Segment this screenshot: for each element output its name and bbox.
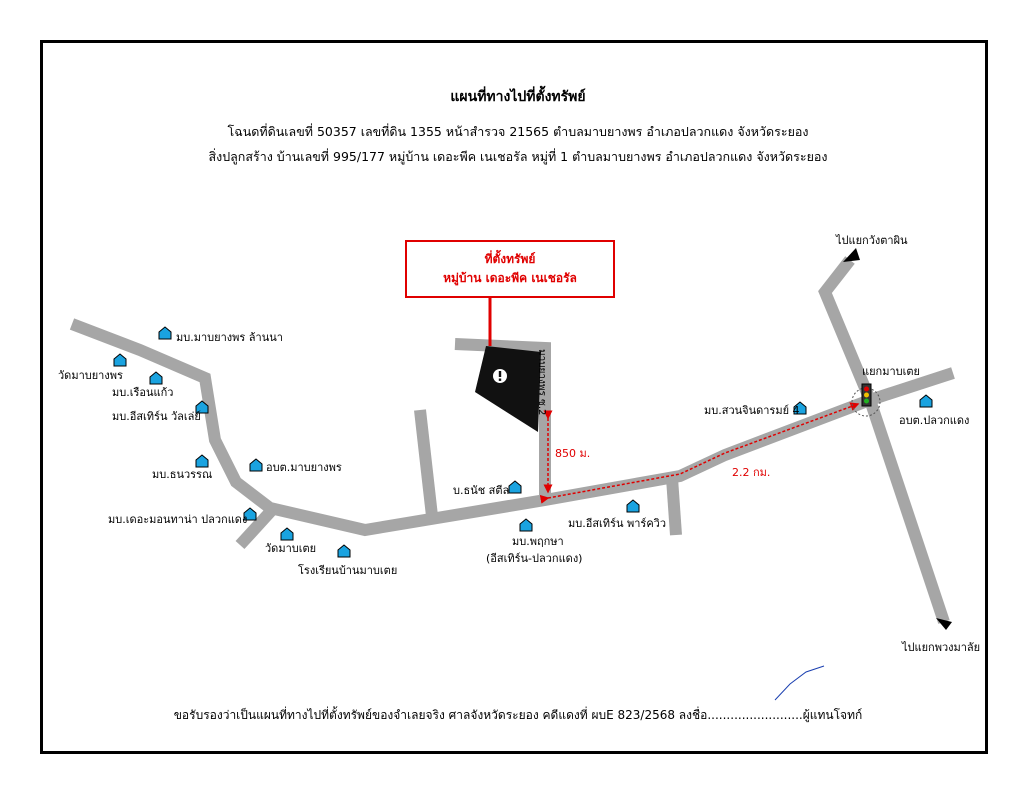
house-marker-icon xyxy=(280,527,294,541)
road-west-winding xyxy=(69,318,873,537)
road-label-soi2: มาบยางพร ซ.2 xyxy=(536,349,547,416)
house-marker-icon xyxy=(337,544,351,558)
map-title: แผนที่ทางไปที่ตั้งทรัพย์ xyxy=(450,89,586,105)
house-marker-icon xyxy=(149,371,163,385)
place-label: มบ.สวนจินดารมย์ 4 xyxy=(704,404,800,417)
place-label: อบต.ปลวกแดง xyxy=(899,414,970,427)
callout-village: หมู่บ้าน เดอะพีค เนเชอรัล xyxy=(443,271,577,285)
direction-label-north: ไปแยกวังตาผิน xyxy=(836,234,908,247)
house-marker-icon xyxy=(519,518,533,532)
deed-info: โฉนดที่ดินเลขที่ 50357 เลขที่ดิน 1355 หน… xyxy=(227,124,809,139)
map-frame xyxy=(40,40,988,754)
house-marker-icon xyxy=(249,458,263,472)
road-east xyxy=(868,367,955,406)
place-label: มบ.เรือนแก้ว xyxy=(112,386,174,399)
traffic-light-icon xyxy=(861,383,872,407)
arrow-south-icon xyxy=(936,618,952,630)
place-label: มบ.เดอะมอนทาน่า ปลวกแดง xyxy=(108,513,248,526)
road-south-highway xyxy=(864,398,950,624)
place-label: มบ.ธนวรรณ xyxy=(152,468,213,481)
house-marker-icon xyxy=(158,326,172,340)
road-parkview-spur xyxy=(666,477,682,536)
road-network xyxy=(69,256,955,624)
place-label: วัดมาบยางพร xyxy=(58,369,123,382)
arrow-north-icon xyxy=(843,248,860,262)
property-parcel xyxy=(475,346,541,432)
distance-line-22km xyxy=(539,402,860,504)
intersection-label: แยกมาบเตย xyxy=(862,365,920,378)
house-marker-icon xyxy=(195,454,209,468)
place-label: มบ.พฤกษา xyxy=(512,535,564,548)
house-marker-icon xyxy=(113,353,127,367)
house-marker-icon xyxy=(919,394,933,408)
road-north xyxy=(818,256,876,403)
road-mid-spur xyxy=(414,409,438,517)
place-label: บ.ธนัช สตีล xyxy=(453,484,510,497)
building-info: สิ่งปลูกสร้าง บ้านเลขที่ 995/177 หมู่บ้า… xyxy=(208,149,828,164)
certification-footer: ขอรับรองว่าเป็นแผนที่ทางไปที่ตั้งทรัพย์ข… xyxy=(173,708,863,722)
callout-title: ที่ตั้งทรัพย์ xyxy=(484,252,536,266)
house-marker-icon xyxy=(508,480,522,494)
property-callout: ที่ตั้งทรัพย์ หมู่บ้าน เดอะพีค เนเชอรัล xyxy=(405,240,615,298)
place-label: มบ.อีสเทิร์น วัลเล่ย์ xyxy=(112,410,201,423)
signature xyxy=(774,665,825,701)
place-label: (อีสเทิร์น-ปลวกแดง) xyxy=(486,552,583,565)
place-label: โรงเรียนบ้านมาบเตย xyxy=(298,564,398,577)
direction-label-south: ไปแยกพวงมาลัย xyxy=(902,641,981,654)
place-label: วัดมาบเตย xyxy=(265,542,317,555)
distance-label-22km: 2.2 กม. xyxy=(732,466,771,479)
place-label: อบต.มาบยางพร xyxy=(266,461,342,474)
place-label: มบ.อีสเทิร์น พาร์ควิว xyxy=(568,517,667,530)
place-label: มบ.มาบยางพร ล้านนา xyxy=(176,331,283,344)
house-marker-icon xyxy=(626,499,640,513)
distance-label-850m: 850 ม. xyxy=(555,447,591,460)
road-west-spur xyxy=(235,505,277,550)
